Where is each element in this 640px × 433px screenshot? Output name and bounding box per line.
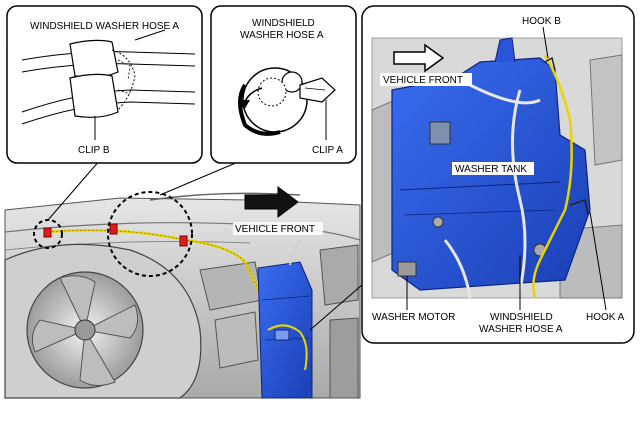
label-washer-hose-a-mid-line2: WASHER HOSE A xyxy=(240,30,324,41)
clip-marker-2 xyxy=(109,223,118,235)
label-washer-tank: WASHER TANK xyxy=(455,164,527,175)
leader-right xyxy=(309,284,363,331)
washer-hose-detail xyxy=(532,54,573,299)
leader-left xyxy=(47,159,101,221)
callout-clip-b: WINDSHIELD WASHER HOSE A CLIP B xyxy=(6,5,203,164)
detail-circle-clip-a xyxy=(107,191,193,277)
hook-a-part xyxy=(569,199,589,216)
vehicle-front-arrow-detail xyxy=(393,43,445,73)
label-windshield-right-line1: WINDSHIELD xyxy=(490,312,553,323)
hook-b-part xyxy=(544,56,556,71)
callout-clip-a: WINDSHIELD WASHER HOSE A CLIP A xyxy=(210,5,357,164)
label-washer-motor: WASHER MOTOR xyxy=(372,312,455,323)
label-hook-b: HOOK B xyxy=(522,16,561,27)
label-washer-hose-a-right-line2: WASHER HOSE A xyxy=(479,324,563,335)
clip-marker-1 xyxy=(43,227,52,238)
label-clip-a: CLIP A xyxy=(312,145,343,156)
washer-hose-tank xyxy=(267,324,308,371)
vehicle-front-arrow-main xyxy=(244,186,299,218)
engine-bay-illustration xyxy=(4,192,361,399)
vehicle-front-label-main: VEHICLE FRONT xyxy=(235,224,315,235)
callout-washer-tank: VEHICLE FRONT HOOK B WASHER TANK WASHER … xyxy=(361,5,635,344)
clip-marker-3 xyxy=(179,235,188,247)
label-windshield-mid-line1: WINDSHIELD xyxy=(252,18,315,29)
label-vehicle-front-detail: VEHICLE FRONT xyxy=(383,75,463,86)
washer-motor-part xyxy=(397,261,417,277)
tank-connector xyxy=(429,121,451,145)
washer-tank-main xyxy=(257,239,313,399)
label-windshield-washer-hose-a-left: WINDSHIELD WASHER HOSE A xyxy=(30,21,179,32)
label-clip-b: CLIP B xyxy=(78,145,110,156)
leader-middle xyxy=(159,161,239,196)
label-hook-a: HOOK A xyxy=(586,312,625,323)
